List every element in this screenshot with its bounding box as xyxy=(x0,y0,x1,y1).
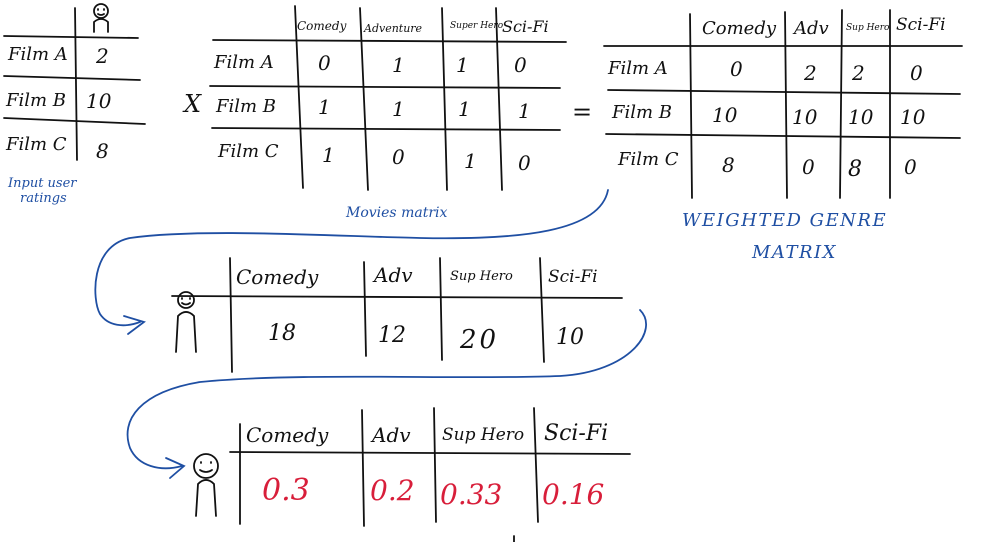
movies-row-label: Film B xyxy=(215,96,276,117)
input-row-label: Film B xyxy=(5,90,66,111)
profile-header: Comedy xyxy=(246,423,329,447)
normalized-profile-table: Comedy Adv Sup Hero Sci-Fi 0.3 0.2 0.33 … xyxy=(229,407,631,527)
input-row-label: Film A xyxy=(7,44,68,65)
input-row-label: Film C xyxy=(5,134,67,155)
movies-cell: 1 xyxy=(458,97,471,121)
weighted-cell: 0 xyxy=(802,155,815,179)
movies-cell: 1 xyxy=(456,53,469,77)
user-icon-bottom xyxy=(193,453,219,517)
movies-matrix-table: Comedy Adventure Super Hero Sci-Fi Film … xyxy=(209,5,567,191)
movies-cell: 1 xyxy=(518,99,531,123)
weighted-header: Sup Hero xyxy=(846,23,890,33)
totals-header: Sci-Fi xyxy=(548,267,598,287)
weighted-header: Adv xyxy=(792,18,829,39)
weighted-matrix-table: Comedy Adv Sup Hero Sci-Fi Film A 0 2 2 … xyxy=(603,9,963,199)
profile-value: 0.16 xyxy=(542,478,604,511)
user-icon-top xyxy=(93,3,109,33)
flow-arrow-2 xyxy=(126,309,647,479)
profile-header: Adv xyxy=(370,423,411,447)
movies-cell: 1 xyxy=(322,143,335,167)
weighted-cell: 2 xyxy=(851,61,865,85)
profile-header: Sci-Fi xyxy=(544,421,608,446)
input-row-value: 8 xyxy=(96,139,109,163)
profile-header: Sup Hero xyxy=(442,425,524,445)
movies-header: Adventure xyxy=(363,22,423,35)
movies-cell: 1 xyxy=(464,149,477,173)
weighted-matrix-caption: MATRIX xyxy=(751,242,837,263)
movies-cell: 0 xyxy=(514,53,527,77)
movies-row-label: Film C xyxy=(217,141,279,162)
genre-totals-table: Comedy Adv Sup Hero Sci-Fi 18 12 20 10 xyxy=(171,257,623,373)
movies-cell: 1 xyxy=(392,97,405,121)
input-ratings-caption: ratings xyxy=(20,191,67,206)
movies-cell: 0 xyxy=(392,145,405,169)
movies-header: Sci-Fi xyxy=(502,17,549,36)
weighted-cell: 10 xyxy=(712,103,738,127)
multiply-sign: X xyxy=(182,90,202,118)
input-row-value: 2 xyxy=(95,44,109,68)
flow-arrow-1 xyxy=(94,189,609,335)
totals-value: 12 xyxy=(378,323,406,348)
weighted-cell: 10 xyxy=(792,105,818,129)
weighted-cell: 0 xyxy=(904,155,917,179)
profile-value: 0.3 xyxy=(262,473,310,508)
weighted-header: Sci-Fi xyxy=(896,15,946,35)
weighted-cell: 10 xyxy=(848,105,874,129)
weighted-row-label: Film B xyxy=(611,102,672,123)
movies-header: Super Hero xyxy=(450,21,504,31)
profile-value: 0.33 xyxy=(440,478,502,511)
movies-cell: 0 xyxy=(518,151,531,175)
weighted-cell: 0 xyxy=(910,61,923,85)
weighted-row-label: Film A xyxy=(607,58,668,79)
weighted-header: Comedy xyxy=(702,18,777,39)
movies-cell: 0 xyxy=(318,51,331,75)
input-ratings-table: Film A 2 Film B 10 Film C 8 xyxy=(3,7,146,163)
movies-row-label: Film A xyxy=(213,52,274,73)
weighted-row-label: Film C xyxy=(617,149,679,170)
totals-value: 18 xyxy=(268,321,296,346)
weighted-cell: 0 xyxy=(730,57,743,81)
movies-header: Comedy xyxy=(297,19,347,33)
weighted-cell: 10 xyxy=(900,105,926,129)
input-ratings-caption: Input user xyxy=(7,176,77,191)
totals-value: 20 xyxy=(459,325,499,355)
totals-value: 10 xyxy=(556,325,584,350)
movies-cell: 1 xyxy=(392,53,405,77)
movies-matrix-caption: Movies matrix xyxy=(345,205,447,221)
weighted-cell: 8 xyxy=(848,157,862,182)
profile-value: 0.2 xyxy=(370,474,415,507)
input-row-value: 10 xyxy=(86,89,112,113)
user-icon-middle xyxy=(175,291,197,353)
movies-cell: 1 xyxy=(318,95,331,119)
weighted-matrix-caption: WEIGHTED GENRE xyxy=(682,210,887,231)
weighted-cell: 8 xyxy=(722,153,735,177)
totals-header: Sup Hero xyxy=(450,269,513,284)
equals-sign: = xyxy=(572,98,592,126)
totals-header: Comedy xyxy=(236,265,319,289)
totals-header: Adv xyxy=(372,263,413,287)
weighted-cell: 2 xyxy=(803,61,817,85)
